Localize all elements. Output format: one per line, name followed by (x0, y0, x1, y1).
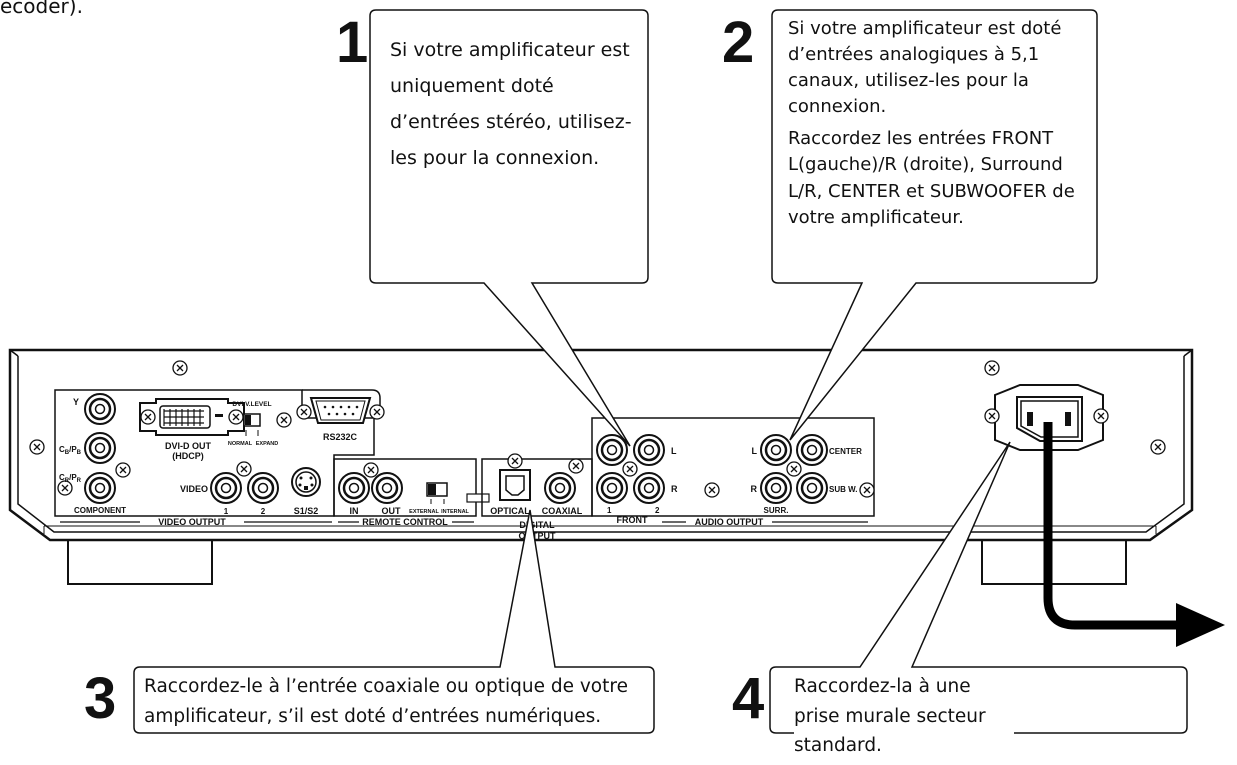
label-front-2: 2 (655, 506, 660, 515)
step-number-3: 3 (84, 666, 117, 731)
callout-3-text: Raccordez-le à l’entrée coaxiale ou opti… (144, 672, 649, 732)
label-surr-l: L (752, 446, 758, 456)
callout-4-paragraph-1: Raccordez-la à une prise murale secteur … (794, 676, 986, 757)
label-output: OUTPUT (519, 531, 557, 541)
callout-2-text: Si votre amplificateur est doté d’entrée… (788, 16, 1088, 231)
step-number-4: 4 (732, 666, 765, 731)
label-dvi-out: DVI-D OUT (165, 441, 212, 451)
callout-2-paragraph-1: Si votre amplificateur est doté d’entrée… (788, 18, 1062, 118)
top-text-fragment: ecoder). (0, 0, 83, 18)
label-video-2: 2 (261, 507, 266, 516)
label-expand: EXPAND (256, 441, 279, 447)
label-cb: CB/PB (59, 445, 82, 456)
step-number-2: 2 (722, 10, 755, 75)
callout-3-paragraph-1: Raccordez-le à l’entrée coaxiale ou opti… (144, 676, 628, 727)
label-surr: SURR. (764, 506, 789, 515)
label-coaxial: COAXIAL (542, 506, 583, 516)
label-remote-control: REMOTE CONTROL (362, 517, 448, 527)
label-internal: INTERNAL (441, 509, 469, 515)
label-video-1: 1 (224, 507, 229, 516)
label-front: FRONT (617, 515, 648, 525)
label-video-output: VIDEO OUTPUT (158, 517, 226, 527)
label-component: COMPONENT (74, 506, 126, 515)
label-video: VIDEO (180, 484, 208, 494)
label-center: CENTER (829, 447, 862, 456)
callout-1-paragraph-1: Si votre amplificateur est uniquement do… (390, 39, 632, 170)
label-s1s2: S1/S2 (294, 506, 319, 516)
label-y: Y (73, 397, 79, 407)
label-rs232c: RS232C (323, 432, 358, 442)
label-front-l: L (671, 446, 677, 456)
label-in: IN (350, 506, 359, 516)
label-cr: CR/PR (59, 473, 82, 484)
callout-1-text: Si votre amplificateur est uniquement do… (390, 32, 640, 177)
label-front-r: R (671, 484, 678, 494)
label-out: OUT (382, 506, 402, 516)
label-normal: NORMAL (228, 441, 253, 447)
label-optical: OPTICAL (490, 506, 530, 516)
arrow-right (1176, 603, 1225, 647)
callout-4-frame (769, 441, 1188, 734)
label-external: EXTERNAL (409, 509, 439, 515)
label-digital: DIGITAL (519, 520, 555, 530)
label-sub-w: SUB W. (829, 485, 857, 494)
label-hdcp: (HDCP) (172, 451, 204, 461)
right-foot (981, 540, 1127, 585)
callout-2-paragraph-2: Raccordez les entrées FRONT L(gauche)/R … (788, 128, 1075, 228)
label-audio-output: AUDIO OUTPUT (695, 517, 764, 527)
label-surr-r: R (751, 484, 758, 494)
label-dvi-level: DVI V.LEVEL (232, 401, 271, 408)
step-number-1: 1 (336, 10, 369, 75)
label-front-1: 1 (607, 506, 612, 515)
callout-4-text: Raccordez-la à une prise murale secteur … (794, 672, 1014, 761)
power-cord (1043, 422, 1178, 630)
left-foot (67, 540, 213, 585)
